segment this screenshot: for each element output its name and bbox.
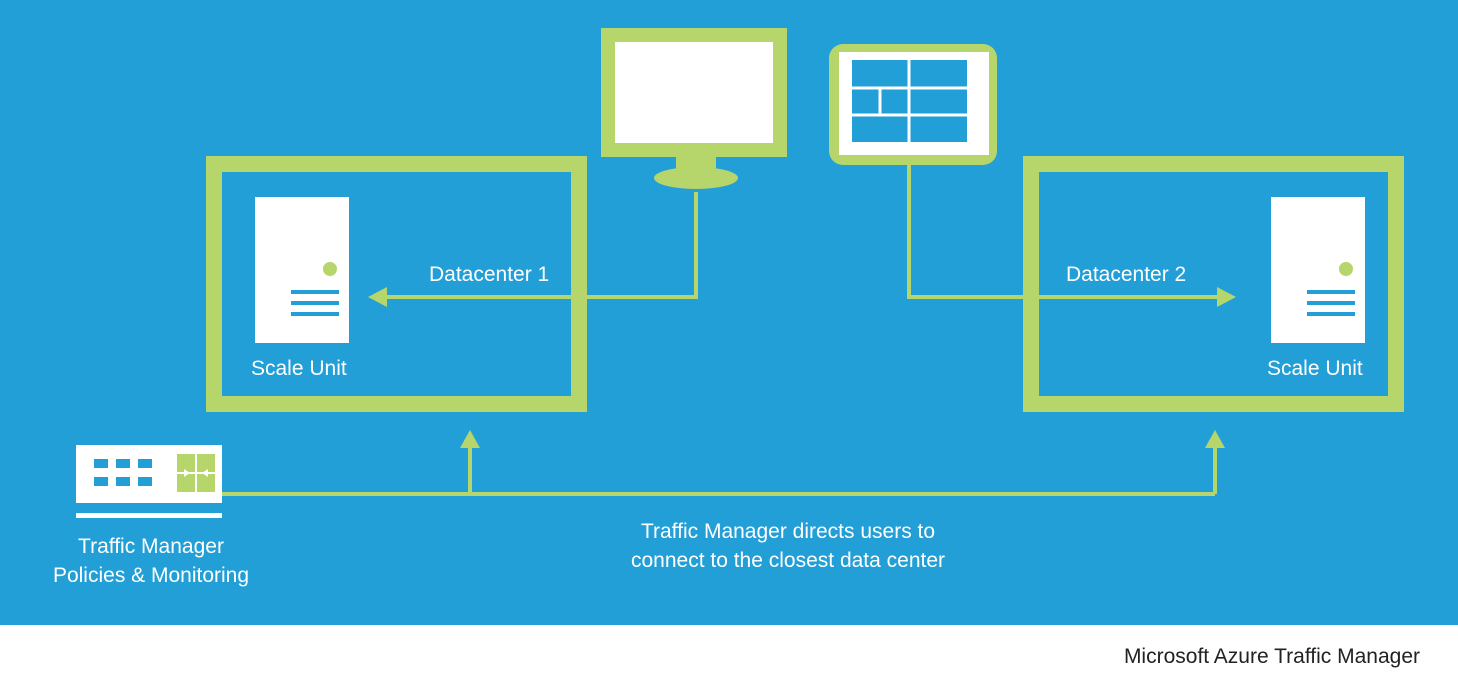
traffic-manager-label-line-1: Traffic Manager [78,535,224,558]
desktop-monitor-icon [601,28,787,189]
figure-caption: Microsoft Azure Traffic Manager [1123,645,1420,668]
server-icon [1271,197,1365,343]
connector-traffic-manager [222,430,1225,496]
traffic-manager-appliance-icon [76,445,222,518]
scale-unit-1-label: Scale Unit [251,357,347,380]
datacenter-2-label: Datacenter 2 [1066,263,1187,286]
description-line-2: connect to the closest data center [630,549,946,572]
datacenter-2-box [1023,156,1404,412]
footer-bar [0,625,1458,685]
traffic-manager-label-line-2: Policies & Monitoring [52,564,250,587]
traffic-manager-label: Traffic Manager Policies & Monitoring [30,532,272,590]
description-line-1: Traffic Manager directs users to [640,520,936,543]
datacenter-1-box [206,156,587,412]
tablet-icon [829,44,997,165]
description-label: Traffic Manager directs users to connect… [588,517,988,575]
connector-tablet-to-datacenter-2 [907,165,1236,307]
server-icon [255,197,349,343]
scale-unit-2-label: Scale Unit [1267,357,1363,380]
datacenter-1-label: Datacenter 1 [429,263,550,286]
connector-desktop-to-datacenter-1 [368,192,698,307]
